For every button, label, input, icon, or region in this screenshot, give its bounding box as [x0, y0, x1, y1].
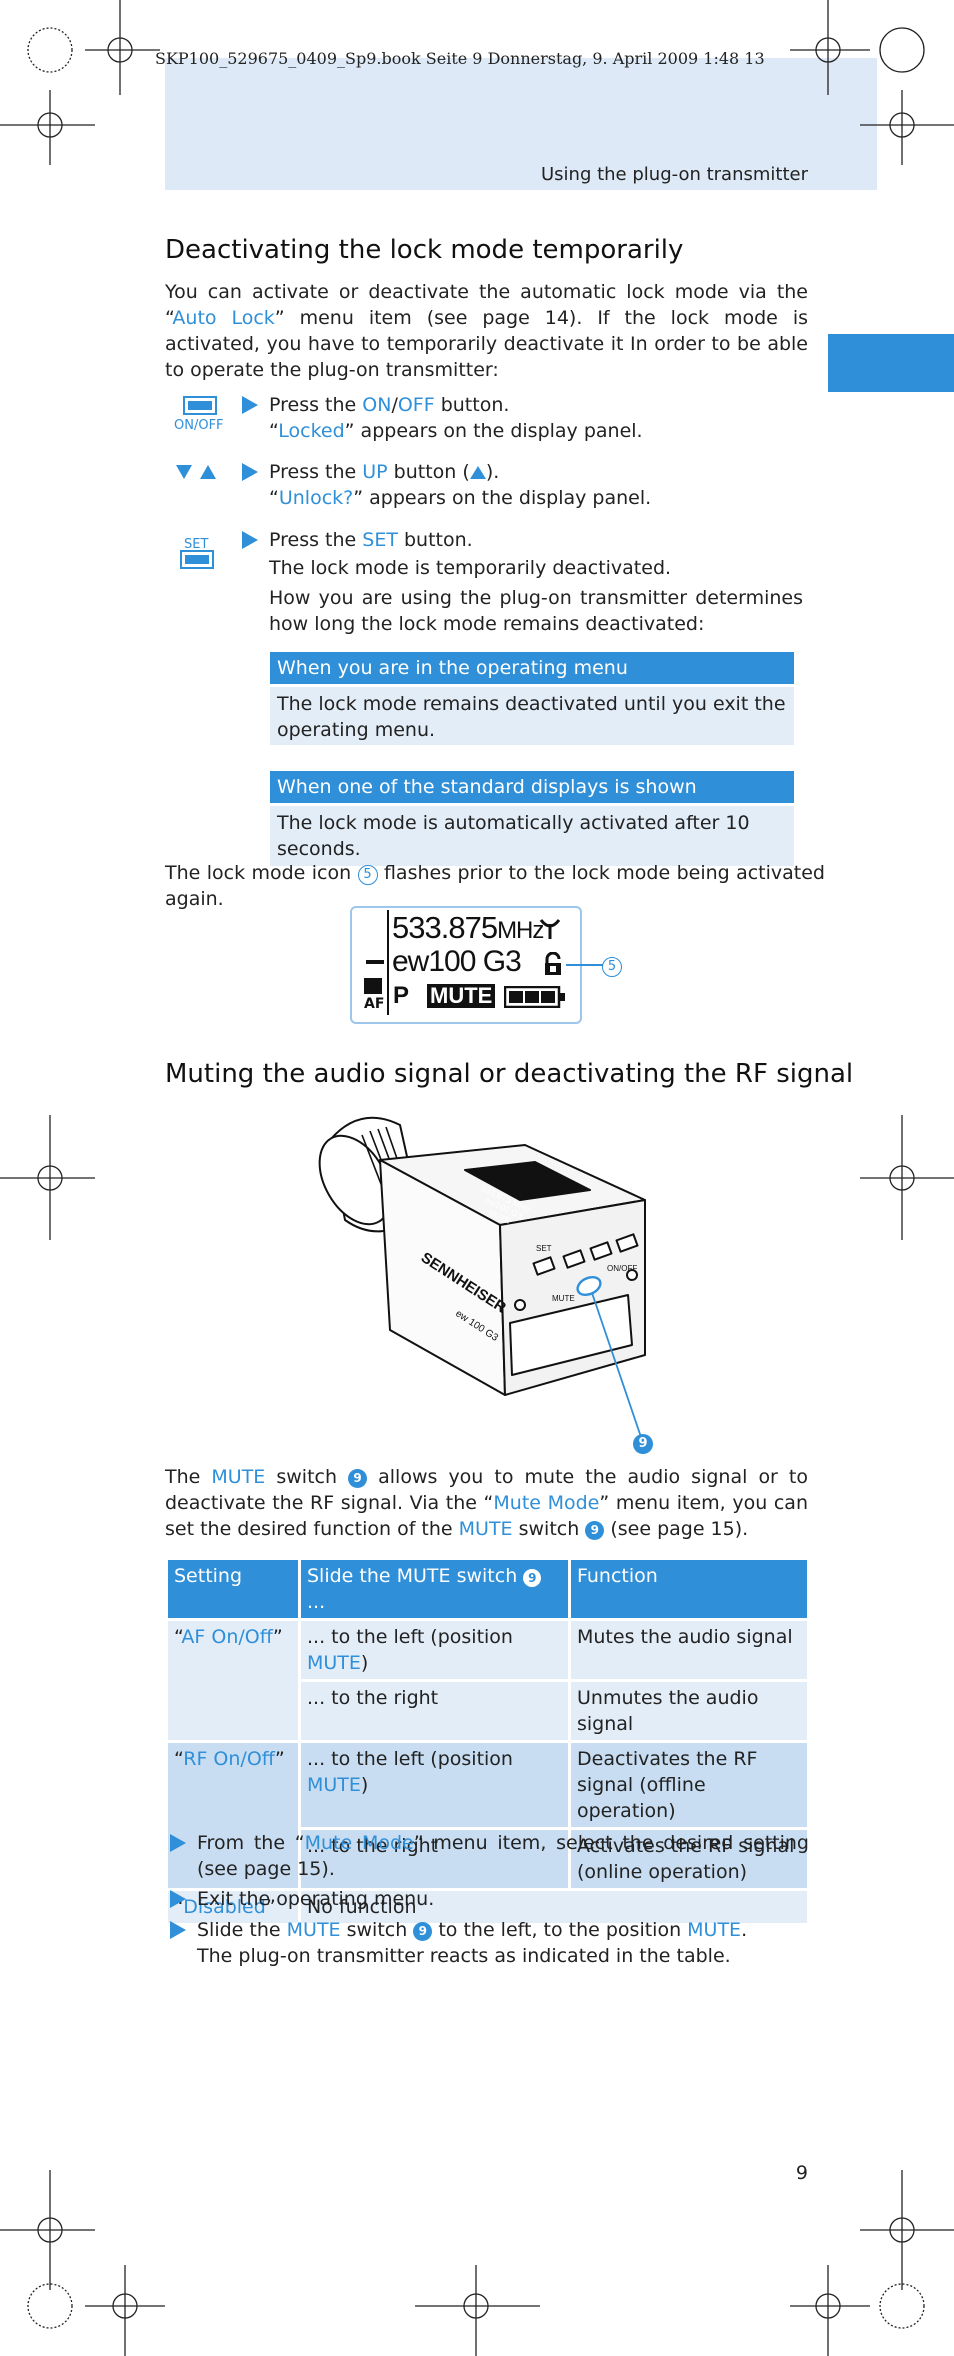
chapter-tab [828, 334, 954, 392]
callout-line [566, 964, 612, 966]
info-box-operating-menu: When you are in the operating menu The l… [270, 652, 794, 745]
device-mute-label: MUTE [552, 1294, 575, 1303]
table-row: “Disabled” No function [168, 1891, 807, 1923]
step-arrow-icon [170, 1890, 186, 1908]
table-cell-setting: “AF On/Off” [168, 1621, 298, 1740]
mute-intro-paragraph: The MUTE switch 9 allows you to mute the… [165, 1466, 808, 1540]
lcd-p-label: P [393, 982, 410, 1009]
running-header: Using the plug-on transmitter [540, 164, 808, 185]
callout-number: 5 [357, 865, 378, 885]
transmitter-illustration: SENNHEISER ew 100 G3 533.875 MHz ew100 G… [318, 1116, 646, 1441]
table-cell-setting: “RF On/Off” [168, 1743, 298, 1888]
lock-intro-paragraph: You can activate or deactivate the autom… [165, 281, 808, 381]
step-press-up: Press the UP button (). “Unlock?” appear… [242, 459, 822, 515]
mute-settings-table: Setting Slide the MUTE switch 9 ... Func… [165, 1557, 810, 1926]
on-off-icon-label: ON/OFF [174, 418, 224, 433]
info-box-body: The lock mode remains deactivated until … [270, 687, 794, 745]
step-arrow-icon [242, 463, 258, 481]
device-onoff-label: ON/OFF [607, 1264, 637, 1273]
up-arrow-icon [469, 466, 486, 479]
callout-number: 9 [413, 1922, 433, 1941]
info-box-body: The lock mode is automatically activated… [270, 806, 794, 866]
mute-section-title: Muting the audio signal or deactivating … [165, 1059, 854, 1089]
lcd-line-2: ew100 G3 [392, 945, 522, 978]
battery-icon [504, 986, 565, 1008]
lock-icon-note: The lock mode icon 5 flashes prior to th… [165, 862, 825, 910]
table-cell-function: Deactivates the RF signal (offline opera… [571, 1743, 807, 1827]
device-set-label: SET [536, 1244, 552, 1253]
step-press-set: Press the SET button. The lock mode is t… [242, 527, 822, 637]
step-arrow-icon [170, 1834, 186, 1852]
device-callout-number: 9 [633, 1434, 653, 1454]
table-header-row: Setting Slide the MUTE switch 9 ... Func… [168, 1560, 807, 1618]
table-header: Slide the MUTE switch 9 ... [301, 1560, 568, 1618]
af-level-bar [366, 960, 384, 964]
lock-icon [545, 952, 561, 975]
step-arrow-icon [242, 531, 258, 549]
table-cell-slide: ... to the left (position MUTE) [301, 1621, 568, 1679]
bullet-slide-switch: Slide the MUTE switch 9 to the left, to … [170, 1917, 810, 1973]
table-cell-slide: ... to the right [301, 1682, 568, 1740]
antenna-icon [539, 919, 561, 939]
callout-number: 9 [523, 1569, 542, 1587]
table-row: “RF On/Off” ... to the left (position MU… [168, 1743, 807, 1888]
header-band [165, 58, 877, 190]
set-icon-label: SET [184, 537, 209, 552]
bullet-mute-mode: From the “Mute Mode” menu item, select t… [170, 1830, 810, 1886]
step-press-on-off: Press the ON/OFF button. “Locked” appear… [242, 392, 822, 448]
lcd-divider [387, 910, 389, 1015]
info-box-heading: When one of the standard displays is sho… [270, 771, 794, 803]
table-row: ... to the right Activates the RF signal… [168, 1830, 807, 1888]
table-header: Function [571, 1560, 807, 1618]
lcd-callout-number: 5 [602, 957, 622, 977]
down-up-arrows-icon [176, 465, 216, 479]
lcd-line-1: 533.875MHz [392, 910, 544, 945]
lock-section-title: Deactivating the lock mode temporarily [165, 235, 684, 265]
info-box-heading: When you are in the operating menu [270, 652, 794, 684]
print-slug: SKP100_529675_0409_Sp9.book Seite 9 Donn… [155, 49, 765, 68]
bullet-exit-menu: Exit the operating menu. [170, 1886, 810, 1914]
table-cell-function: Mutes the audio signal [571, 1621, 807, 1679]
table-cell-slide: ... to the right [301, 1830, 568, 1888]
table-row: “AF On/Off” ... to the left (position MU… [168, 1621, 807, 1740]
step-arrow-icon [242, 396, 258, 414]
set-button-icon [180, 550, 214, 569]
lcd-display: 533.875MHz ew100 G3 AF P MUTE [350, 906, 612, 1024]
table-cell-function: Unmutes the audio signal [571, 1682, 807, 1740]
callout-number: 9 [585, 1521, 605, 1540]
page-number: 9 [795, 2162, 808, 2184]
table-cell-function: Activates the RF signal (online operatio… [571, 1830, 807, 1888]
step-arrow-icon [170, 1921, 186, 1939]
table-row: ... to the right Unmutes the audio signa… [168, 1682, 807, 1740]
table-header: Setting [168, 1560, 298, 1618]
table-cell-slide: No function [301, 1891, 807, 1923]
info-box-standard-display: When one of the standard displays is sho… [270, 771, 794, 866]
callout-number: 9 [348, 1469, 368, 1488]
lcd-af-label: AF [364, 996, 385, 1012]
on-off-button-icon [183, 396, 217, 415]
lcd-mute-indicator: MUTE [427, 984, 496, 1008]
af-meter [364, 978, 382, 994]
table-cell-slide: ... to the left (position MUTE) [301, 1743, 568, 1827]
